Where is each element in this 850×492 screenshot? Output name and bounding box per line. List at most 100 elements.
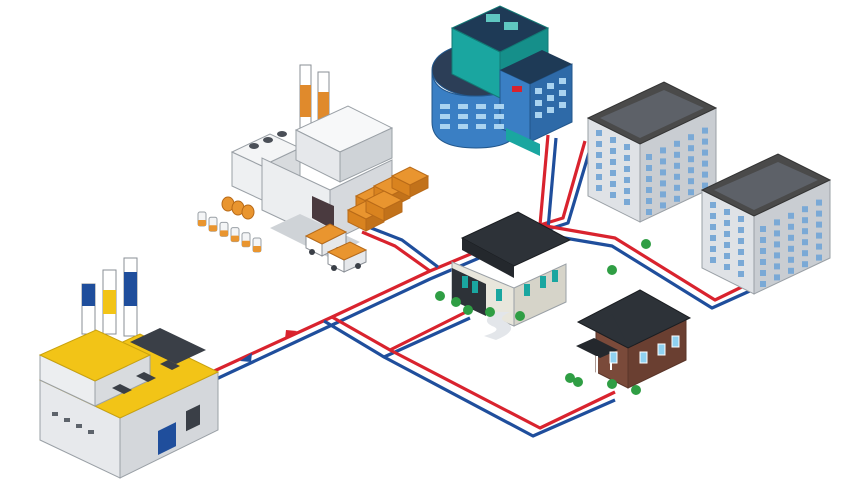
hospital: H: [431, 5, 573, 156]
supply-flow-arrow: [285, 330, 297, 339]
hospital-window: [494, 104, 504, 109]
apartment-window: [702, 182, 708, 189]
apartment-window: [774, 252, 780, 259]
hospital-window: [476, 114, 486, 119]
tree-icon: [573, 377, 583, 387]
cottage-porch-roof: [576, 338, 618, 358]
supply-pipe-hospital: [538, 134, 550, 226]
apartment-window: [688, 145, 694, 152]
hospital-window: [547, 83, 554, 89]
apartment-window: [802, 239, 808, 246]
apartment-window: [774, 230, 780, 237]
hospital-window: [535, 88, 542, 94]
apartment-window: [624, 155, 630, 161]
apartment-window: [624, 177, 630, 183]
barrel-band: [242, 240, 250, 247]
supply-pipe-cottage: [389, 348, 616, 430]
apartment-window: [724, 231, 730, 237]
return-pipe-apartments: [534, 231, 753, 310]
hospital-red-sign: [512, 86, 522, 92]
apartment-window: [760, 270, 766, 276]
apartment-window: [738, 216, 744, 222]
hospital-window: [494, 124, 504, 129]
apartment-window: [788, 245, 794, 252]
factory-roof-vents: [249, 131, 287, 149]
apartment-window: [760, 248, 766, 254]
cottage-gable: [596, 314, 628, 346]
apartment-building-1: [586, 81, 718, 223]
apartment-window: [624, 188, 630, 194]
hospital-wing-roof: [500, 50, 572, 84]
apartment-window: [646, 154, 652, 160]
apartment-window: [738, 260, 744, 266]
house-windows: [462, 270, 558, 301]
hospital-window: [535, 112, 542, 118]
hospital-window: [559, 78, 566, 84]
apartment-window: [646, 165, 652, 171]
plant-stack-1-band: [82, 284, 95, 306]
apartment-window: [760, 226, 766, 232]
apartment-window: [702, 171, 708, 178]
hospital-window: [547, 107, 554, 113]
apartment-window: [738, 227, 744, 233]
apartment-window: [788, 256, 794, 263]
hospital-tower-roof: [450, 5, 550, 53]
apartment-window: [624, 199, 630, 205]
tree-icon: [641, 239, 651, 249]
apartment-window: [788, 267, 794, 274]
plant-solar-panel: [130, 328, 206, 364]
factory-main-upper-side: [339, 127, 393, 183]
apartment-window: [596, 141, 602, 147]
hospital-window: [476, 124, 486, 129]
apartment-window: [738, 249, 744, 255]
apartment-window: [816, 221, 822, 228]
apartment-window: [674, 140, 680, 147]
tree-icon: [485, 307, 495, 317]
hospital-window: [458, 124, 468, 129]
apartment-1-roof-inner: [600, 90, 704, 138]
apartment-window: [646, 176, 652, 182]
apartment-window: [816, 199, 822, 206]
modern-house: [451, 211, 572, 340]
apartment-window: [816, 210, 822, 217]
hospital-window: [440, 124, 450, 129]
apartment-window: [596, 163, 602, 169]
apartment-window: [774, 219, 780, 226]
hospital-window: [535, 100, 542, 106]
apartment-window: [646, 187, 652, 193]
hospital-window: [559, 102, 566, 108]
factory-stack-2-band: [318, 92, 329, 120]
hospital-roof-unit-1: [486, 14, 500, 22]
pipe-network: [211, 134, 753, 438]
house-roof: [460, 211, 572, 267]
apartment-window: [660, 191, 666, 198]
apartment-window: [788, 212, 794, 219]
apartment-window: [688, 156, 694, 163]
hospital-window: [547, 95, 554, 101]
container-top: [364, 190, 404, 210]
tree-icon: [607, 379, 617, 389]
apartment-window: [724, 242, 730, 248]
apartment-window: [710, 246, 716, 252]
apartment-window: [596, 130, 602, 136]
barrels: [197, 211, 262, 253]
cottage-windows: [609, 335, 680, 364]
apartment-2-windows: [710, 199, 822, 287]
apartment-window: [646, 198, 652, 204]
tree-icon: [463, 305, 473, 315]
apartment-window: [702, 127, 708, 134]
factory-stack-1-band: [300, 85, 311, 117]
apartment-window: [760, 281, 766, 287]
apartment-window: [674, 195, 680, 202]
apartment-window: [710, 224, 716, 230]
tree-icon: [607, 265, 617, 275]
apartment-window: [802, 217, 808, 224]
apartment-window: [674, 173, 680, 180]
apartment-window: [660, 147, 666, 154]
apartment-window: [738, 271, 744, 277]
apartment-window: [688, 178, 694, 185]
apartment-window: [624, 166, 630, 172]
truck-2: [326, 241, 368, 273]
plant-upper-block-roof: [38, 329, 152, 382]
